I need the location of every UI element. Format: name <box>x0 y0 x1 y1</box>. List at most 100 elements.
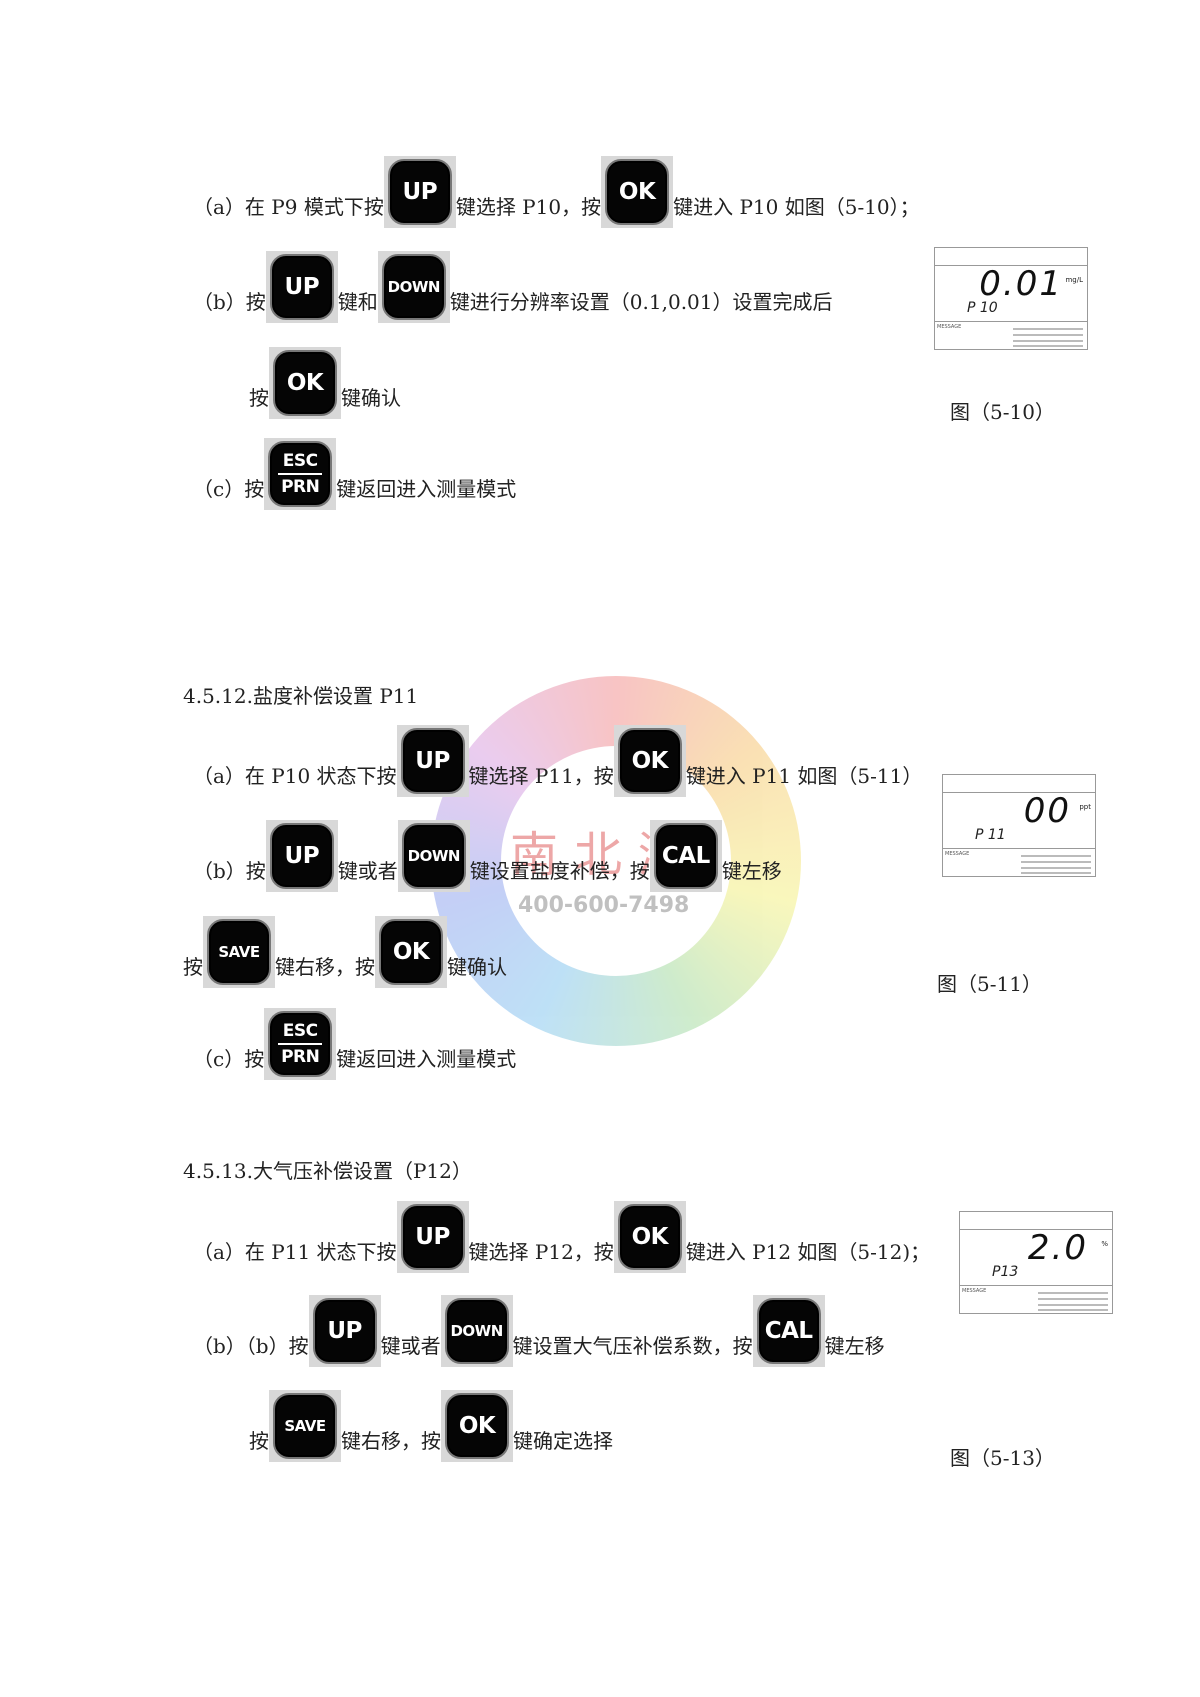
key-label: DOWN <box>381 254 446 320</box>
lcd-unit: % <box>1101 1240 1108 1248</box>
key-label-top: ESC <box>282 451 318 471</box>
ok-key-icon: OK <box>613 1201 686 1273</box>
instruction-text: 键确认 <box>447 955 507 979</box>
lcd-hint-line <box>1038 1309 1108 1311</box>
lcd-unit: mg/L <box>1065 276 1083 284</box>
key-label: SAVE <box>207 919 271 985</box>
up-key-icon: UP <box>383 156 456 228</box>
instruction-text: （a）在 P10 状态下按 <box>193 764 397 788</box>
lcd-hint-line <box>1021 861 1091 863</box>
instruction-text: 按 <box>183 955 203 979</box>
key-label: DOWN <box>444 1298 509 1364</box>
down-key-icon: DOWN <box>377 251 450 323</box>
save-key-icon: SAVE <box>203 916 275 988</box>
instruction-text: 键设置大气压补偿系数，按 <box>512 1334 753 1358</box>
instruction-text: 按 <box>249 386 269 410</box>
instruction-text: 键和 <box>337 290 378 314</box>
instruction-text: 键选择 P10，按 <box>455 195 602 219</box>
instruction-text: 键进行分辨率设置（0.1,0.01）设置完成后 <box>449 290 833 314</box>
up-key-icon: UP <box>265 820 338 892</box>
instruction-text: 键选择 P12，按 <box>468 1240 614 1264</box>
save-key-icon: SAVE <box>269 1390 341 1462</box>
key-label: UP <box>269 254 334 320</box>
down-key-icon: DOWN <box>440 1295 513 1367</box>
lcd-message-label: MESSAGE <box>945 851 970 857</box>
key-label: OK <box>445 1393 509 1459</box>
ok-key-icon: OK <box>601 156 674 228</box>
key-label: UP <box>400 1204 465 1270</box>
up-key-icon: UP <box>396 725 469 797</box>
instruction-text: 键返回进入测量模式 <box>336 477 517 501</box>
key-label: OK <box>617 1204 682 1270</box>
key-label: SAVE <box>273 1393 337 1459</box>
key-label: OK <box>617 728 682 794</box>
cal-key-icon: CAL <box>649 820 722 892</box>
lcd-value: 0.01 <box>979 264 1063 304</box>
lcd-hint-line <box>1038 1304 1108 1306</box>
instruction-text: 键确认 <box>341 386 401 410</box>
lcd-hint-line <box>1038 1298 1108 1300</box>
instruction-text: 键或者 <box>380 1334 441 1358</box>
instruction-text: （c）按 <box>193 1047 265 1071</box>
up-key-icon: UP <box>396 1201 469 1273</box>
up-key-icon: UP <box>265 251 338 323</box>
key-label: DOWN <box>401 823 466 889</box>
lcd-top-band <box>935 248 1087 266</box>
key-divider <box>278 1043 323 1045</box>
cal-key-icon: CAL <box>752 1295 825 1367</box>
key-label: UP <box>312 1298 377 1364</box>
lcd-mode: P 10 <box>967 300 998 316</box>
instruction-text: 键左移 <box>824 1334 885 1358</box>
ok-key-icon: OK <box>441 1390 513 1462</box>
key-label: UP <box>269 823 334 889</box>
instruction-text: （a）在 P9 模式下按 <box>193 195 384 219</box>
instruction-text: 键返回进入测量模式 <box>336 1047 517 1071</box>
lcd-message-area: MESSAGE <box>943 848 1095 876</box>
down-key-icon: DOWN <box>397 820 470 892</box>
lcd-hint-line <box>1021 872 1091 874</box>
instruction-text: 键进入 P11 如图（5-11） <box>685 764 923 788</box>
key-divider <box>278 473 323 475</box>
ok-key-icon: OK <box>375 916 447 988</box>
lcd-value: 2.0 <box>1027 1228 1088 1268</box>
instruction-text: 键确定选择 <box>513 1429 613 1453</box>
lcd-top-band <box>943 775 1095 793</box>
instruction-text: 按 <box>249 1429 269 1453</box>
instruction-text: 键进入 P10 如图（5-10）； <box>673 195 920 219</box>
instruction-text: （b）（b）按 <box>193 1334 309 1358</box>
figure-caption: 图（5-13） <box>950 1446 1055 1470</box>
lcd-message-label: MESSAGE <box>962 1288 987 1294</box>
instruction-text: 键进入 P12 如图（5-12)； <box>685 1240 931 1264</box>
key-label-top: ESC <box>282 1021 318 1041</box>
up-key-icon: UP <box>308 1295 381 1367</box>
key-label: OK <box>379 919 443 985</box>
instruction-text: 键选择 P11，按 <box>468 764 614 788</box>
key-label: OK <box>605 159 670 225</box>
figure-caption: 图（5-11） <box>937 972 1042 996</box>
instruction-text: 键右移，按 <box>275 955 375 979</box>
instruction-text: （b）按 <box>193 290 266 314</box>
instruction-text: （a）在 P11 状态下按 <box>193 1240 397 1264</box>
key-label: UP <box>387 159 452 225</box>
key-label: OK <box>273 350 337 416</box>
ok-key-icon: OK <box>269 347 341 419</box>
lcd-hint-line <box>1021 867 1091 869</box>
lcd-mode: P13 <box>992 1264 1019 1280</box>
watermark-phone: 400-600-7498 <box>518 893 690 918</box>
instruction-text: 键左移 <box>721 859 782 883</box>
instruction-text: 键或者 <box>337 859 398 883</box>
